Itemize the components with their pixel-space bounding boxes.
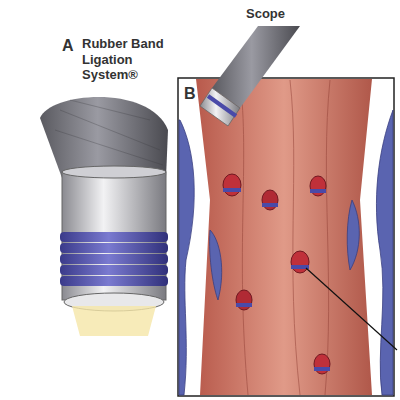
device-name: Rubber Band Ligation System®: [82, 36, 174, 83]
scope-tube-b: [212, 26, 300, 108]
pointer-line: [306, 268, 397, 350]
scope-cap-b: [200, 88, 240, 126]
esophagus: [196, 79, 372, 395]
part-name: Scope: [246, 6, 285, 22]
cap-rim: [62, 166, 166, 178]
mucosa-folds: [240, 80, 330, 395]
scope-band-b: [208, 96, 236, 116]
panel-letter: B: [184, 84, 196, 103]
varices-veins: [179, 110, 393, 395]
panel-frame: [178, 78, 394, 396]
scope-tube: [40, 97, 168, 178]
banded-varices: [223, 174, 330, 374]
tube-texture: [55, 100, 163, 165]
light-beam: [72, 306, 156, 336]
rubber-bands: [60, 232, 168, 286]
panel-letter: A: [62, 36, 74, 55]
